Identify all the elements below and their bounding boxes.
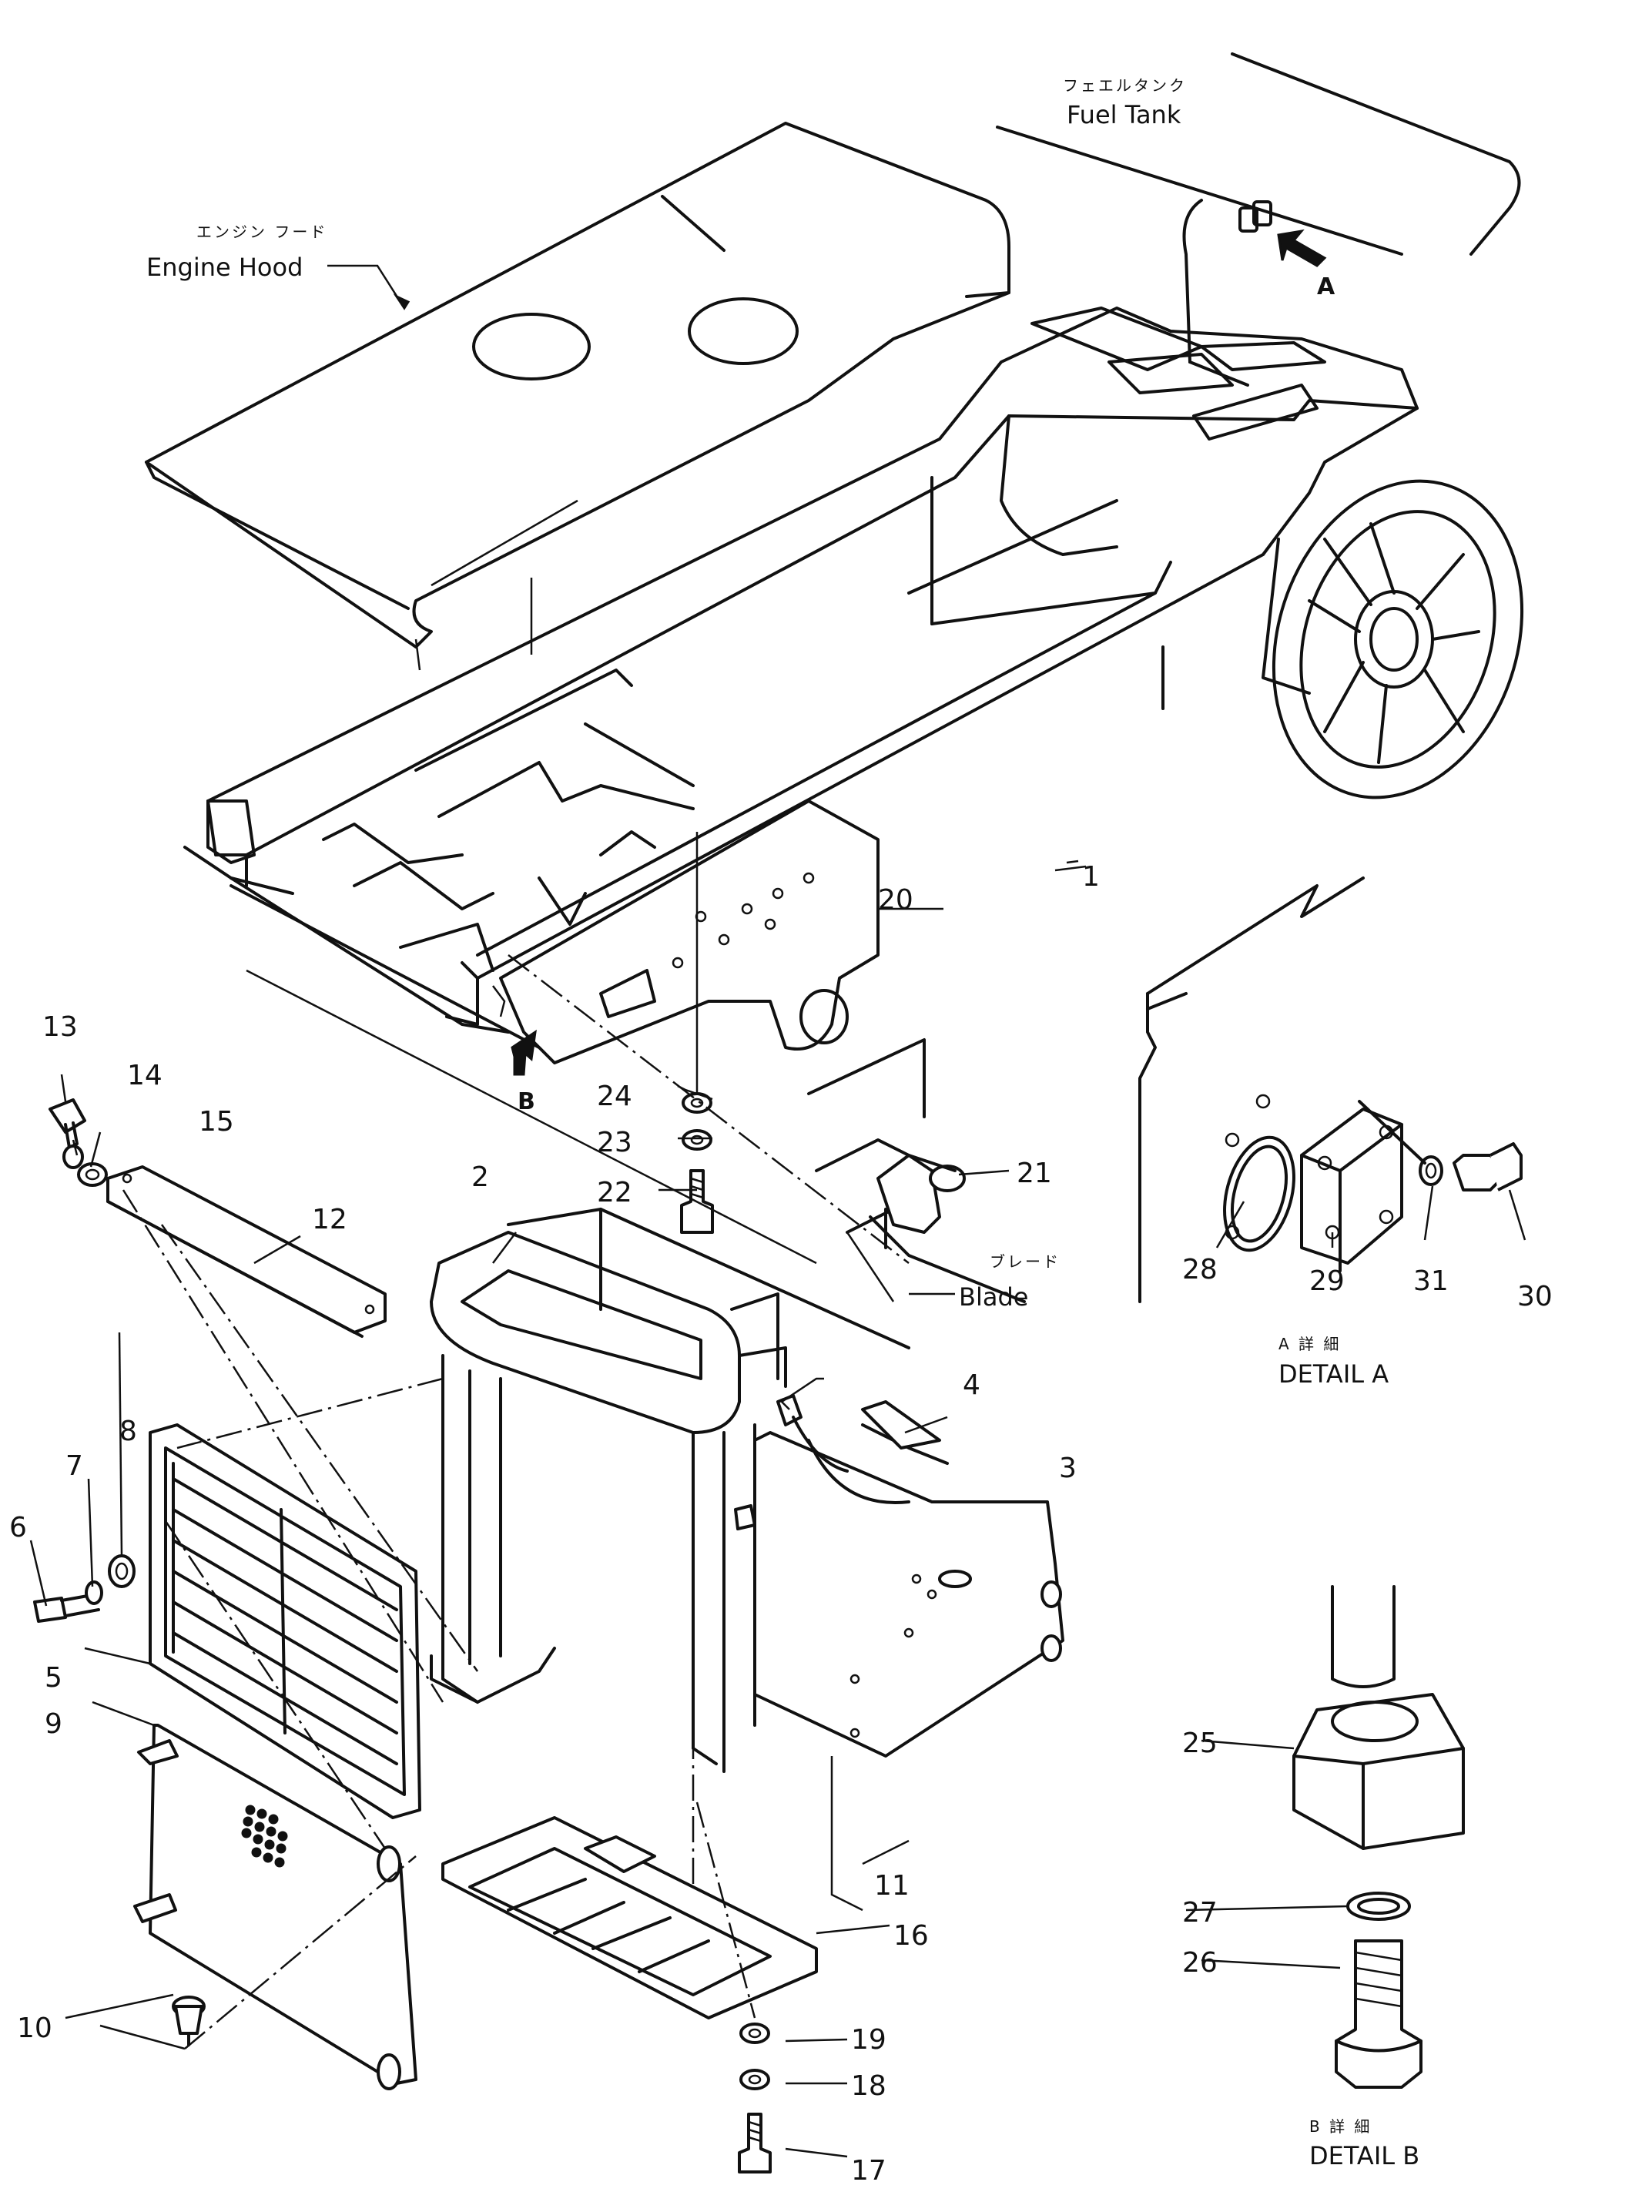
vent-holes: [241, 1805, 288, 1868]
callout-31: 31: [1413, 1265, 1449, 1297]
callout-16: 16: [893, 1920, 929, 1952]
blade-mount: [807, 1038, 1026, 1303]
detail-a: A 詳 細 DETAIL A: [1138, 876, 1523, 1389]
bolts-6-8: [33, 1554, 136, 1623]
callout-numbers: 1 2 3 4 5 6 7 8 9 10 11 12 13 14 15 16 1…: [9, 861, 1553, 2187]
undercover-16: [441, 1816, 818, 2019]
callout-17: 17: [851, 2155, 886, 2187]
bracket-20: [499, 799, 880, 1109]
callout-30: 30: [1517, 1281, 1553, 1312]
panel-9: [133, 1724, 417, 2090]
callout-7: 7: [65, 1450, 83, 1482]
callout-13: 13: [42, 1011, 78, 1043]
arrow-a: A: [1238, 200, 1335, 300]
callout-21: 21: [1017, 1158, 1052, 1189]
fuel-tank: [996, 52, 1521, 387]
callout-8: 8: [119, 1416, 137, 1447]
blade-label-jp: ブレード: [990, 1252, 1061, 1271]
callout-9: 9: [45, 1708, 62, 1740]
callout-12: 12: [312, 1204, 347, 1235]
callout-18: 18: [851, 2070, 886, 2102]
leader-lines: [29, 860, 1526, 2158]
blade-label-en: Blade: [959, 1282, 1028, 1312]
callout-23: 23: [597, 1127, 632, 1158]
callout-3: 3: [1059, 1453, 1077, 1484]
arrow-a-label: A: [1317, 273, 1335, 300]
callout-10: 10: [17, 2013, 52, 2044]
callout-26: 26: [1182, 1947, 1218, 1979]
callout-5: 5: [45, 1662, 62, 1694]
callout-19: 19: [851, 2024, 886, 2056]
detail-b: B 詳 細 DETAIL B: [1292, 1585, 1465, 2170]
callout-14: 14: [127, 1060, 163, 1091]
callout-25: 25: [1182, 1728, 1218, 1759]
callout-2: 2: [471, 1161, 489, 1193]
callout-22: 22: [597, 1177, 632, 1208]
arrow-b: B: [492, 985, 537, 1115]
idler-wheel: [1262, 479, 1524, 799]
callout-28: 28: [1182, 1254, 1218, 1285]
radiator-guard: [430, 1208, 1064, 1773]
callout-4: 4: [963, 1369, 980, 1401]
arrow-b-label: B: [518, 1088, 535, 1115]
detail-b-jp: B 詳 細: [1309, 2117, 1372, 2136]
detail-a-en: DETAIL A: [1278, 1359, 1389, 1389]
callout-20: 20: [878, 884, 913, 916]
callout-29: 29: [1309, 1265, 1345, 1297]
callout-11: 11: [874, 1870, 910, 1902]
plate-12: [106, 1165, 387, 1338]
bolts-13-15: [49, 1098, 108, 1187]
engine-hood: [145, 122, 1010, 671]
callout-1: 1: [1082, 861, 1100, 893]
engine-hood-label-en: Engine Hood: [146, 253, 303, 282]
parts-17-19: [738, 2023, 772, 2173]
detail-a-jp: A 詳 細: [1278, 1335, 1341, 1353]
callout-6: 6: [9, 1512, 27, 1543]
callout-24: 24: [597, 1081, 632, 1112]
parts-22-24: [680, 1092, 714, 1234]
fuel-tank-label-en: Fuel Tank: [1067, 100, 1181, 129]
callout-27: 27: [1182, 1897, 1218, 1929]
engine-hood-label-jp: エンジン フード: [196, 223, 327, 241]
fuel-tank-label-jp: フェエルタンク: [1063, 76, 1187, 95]
detail-b-en: DETAIL B: [1309, 2141, 1419, 2170]
main-frame: [183, 307, 1419, 1049]
assembly-lines: [99, 954, 910, 2050]
callout-15: 15: [199, 1106, 234, 1138]
pin-10: [172, 1996, 206, 2046]
